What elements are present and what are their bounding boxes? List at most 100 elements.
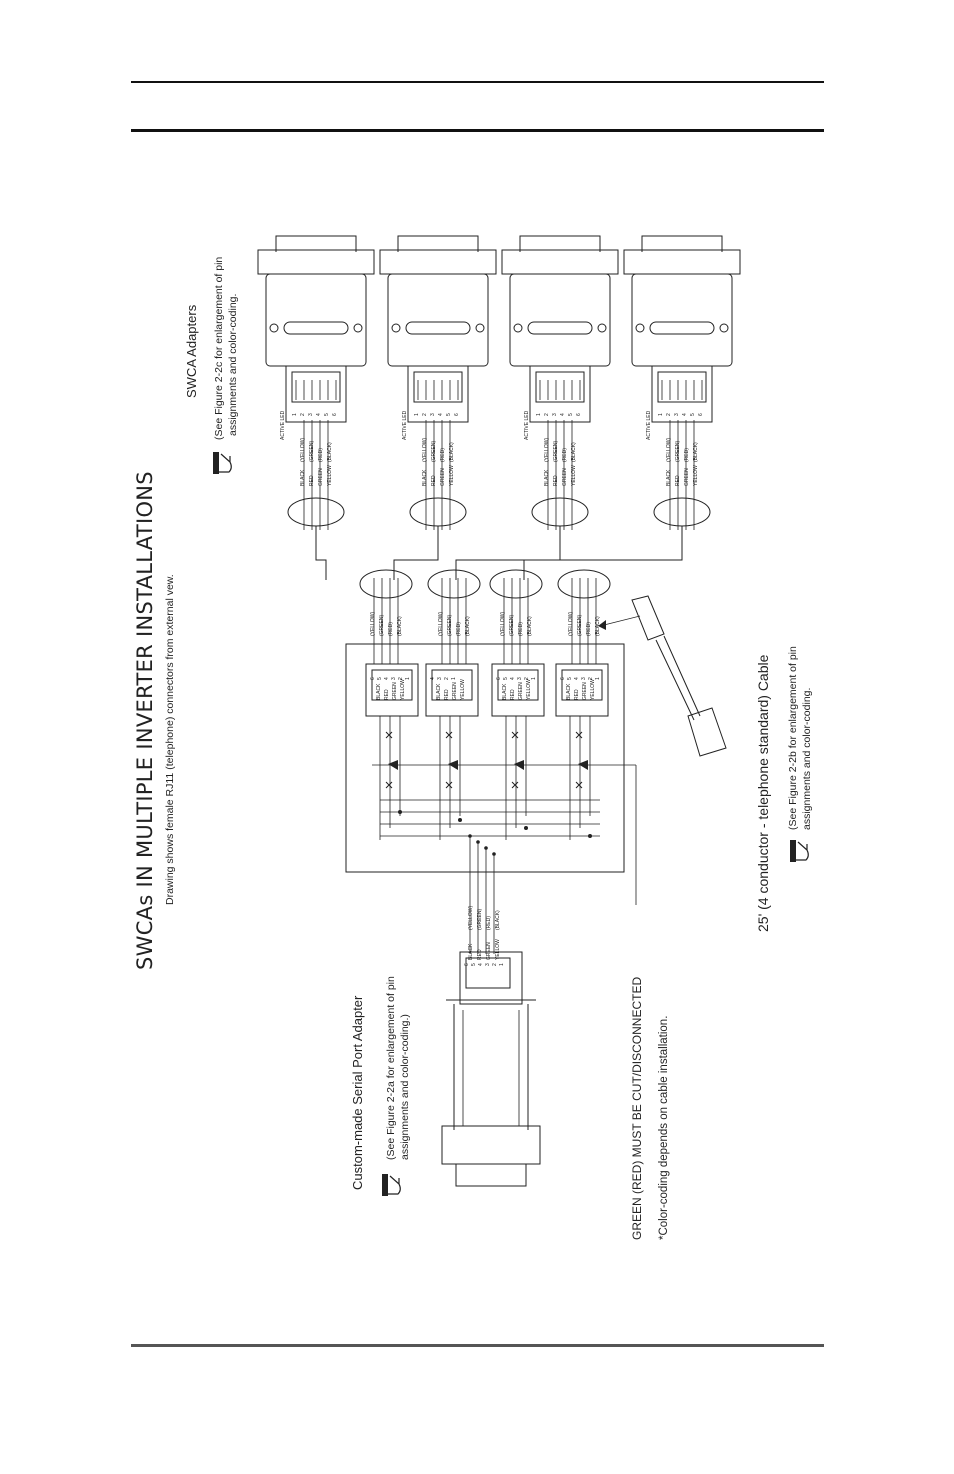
wire-color-label: GREEN [452,682,458,700]
screw-circle [391,323,401,333]
wire-color-label: RED [384,689,390,700]
pin-number: 4 [510,677,516,680]
serial-adapter-note-1: (See Figure 2-2a for enlargement of pin [385,976,397,1160]
pin-number: 1 [595,677,601,680]
pin-number: 5 [503,677,509,680]
wire-color-label: YELLOW [400,679,406,700]
adapter-housing [387,273,489,367]
pin-number: 6 [560,677,566,680]
wire-color-label: BLACK [666,469,672,486]
swca-adapter-1: ACTIVE LED123456BLACKREDGREENYELLOW(YELL… [257,235,375,530]
swca-adapters-label: SWCA Adapters [184,304,199,398]
connector-flange [257,249,375,275]
rj11-socket [657,371,707,403]
junction-dot [492,852,496,856]
link-line [393,526,439,580]
cable-ellipse [359,569,413,599]
wire-color-label: GREEN [392,682,398,700]
wire-color-label: RED [477,949,483,960]
junction-dot [484,846,488,850]
junction-dot [468,834,472,838]
rj11-jack [529,365,591,423]
wire-color-label-alt: (RED) [318,448,324,462]
pin-number: 3 [552,413,558,416]
link-line [455,526,561,580]
connector-shell [641,235,723,252]
pin-number: 3 [308,413,314,416]
cut-mark [575,781,583,789]
junction-dot [476,840,480,844]
wire-color-label-alt: (GREEN) [447,615,453,636]
connector-flange [623,249,741,275]
wire-color-label-alt: (YELLOW) [438,611,444,636]
rj11-socket [465,957,511,989]
pin-number: 3 [391,677,397,680]
pin-number: 4 [682,413,688,416]
wire-color-label: YELLOW [327,465,333,486]
wire-color-label-alt: (BLACK) [449,442,455,462]
pointer-line [599,615,641,627]
swca-adapter-4: ACTIVE LED123456BLACKREDGREENYELLOW(YELL… [623,235,741,530]
rj11-socket [561,669,603,701]
wire-color-label: YELLOW [590,679,596,700]
active-led-label: ACTIVE LED [402,410,408,440]
wire-color-label-alt: (YELLOW) [370,611,376,636]
rj11-jack [651,365,713,423]
swca-adapter-3: ACTIVE LED123456BLACKREDGREENYELLOW(YELL… [501,235,619,530]
rj11-plug [687,707,727,757]
wire-color-label: YELLOW [449,465,455,486]
cable-ellipse [531,497,589,527]
cable-note-1: (See Figure 2-2b for enlargement of pin [787,646,799,830]
pin-number: 4 [560,413,566,416]
connector-flange [501,249,619,275]
wire-color-label-alt: (YELLOW) [500,611,506,636]
wire-color-label-alt: (BLACK) [571,442,577,462]
wire-color-label-alt: (YELLOW) [544,437,550,462]
footer-rule [131,1344,824,1347]
rj11-jack [285,365,347,423]
rj11-socket [497,669,539,701]
wire-color-label-alt: (RED) [562,448,568,462]
serial-adapter-label-group: Custom-made Serial Port Adapter (See Fig… [350,976,411,1196]
screw-circle [269,323,279,333]
screw-circle [597,323,607,333]
housing-slot [527,321,593,335]
swca-adapters-label-group: SWCA Adapters (See Figure 2-2c for enlar… [184,257,239,474]
connector-shell [519,235,601,252]
wire-color-label: RED [444,689,450,700]
adapter-body-sides [453,1004,529,1130]
rj11-jack [425,663,479,717]
wire-color-label-alt: (YELLOW) [468,905,474,930]
link-line [315,526,327,580]
wire-color-label: BLACK [300,469,306,486]
pin-number: 2 [444,677,450,680]
cut-mark [575,731,583,739]
wire-color-label: GREEN [582,682,588,700]
connector-flange [379,249,497,275]
db9-shell [455,1163,527,1187]
wire-color-label-alt: (RED) [440,448,446,462]
wire-color-label-alt: (BLACK) [397,616,403,636]
screw-circle [719,323,729,333]
wire-color-label-alt: (RED) [456,622,462,636]
wire-color-label-alt: (GREEN) [509,615,515,636]
wire-color-label: BLACK [436,683,442,700]
wire-color-label-alt: (YELLOW) [568,611,574,636]
wire-color-label: YELLOW [495,939,501,960]
wire-color-label: BLACK [544,469,550,486]
pin-number: 5 [690,413,696,416]
wire-color-label-alt: (BLACK) [595,616,601,636]
wire-color-label-alt: (BLACK) [465,616,471,636]
pin-number: 2 [666,413,672,416]
link-line [523,526,683,580]
wire-color-label-alt: (BLACK) [495,910,501,930]
cut-mark [445,731,453,739]
cable-ellipse [653,497,711,527]
pin-number: 1 [499,963,505,966]
junction-box-outline [345,643,625,873]
header-rule-top [131,81,824,83]
